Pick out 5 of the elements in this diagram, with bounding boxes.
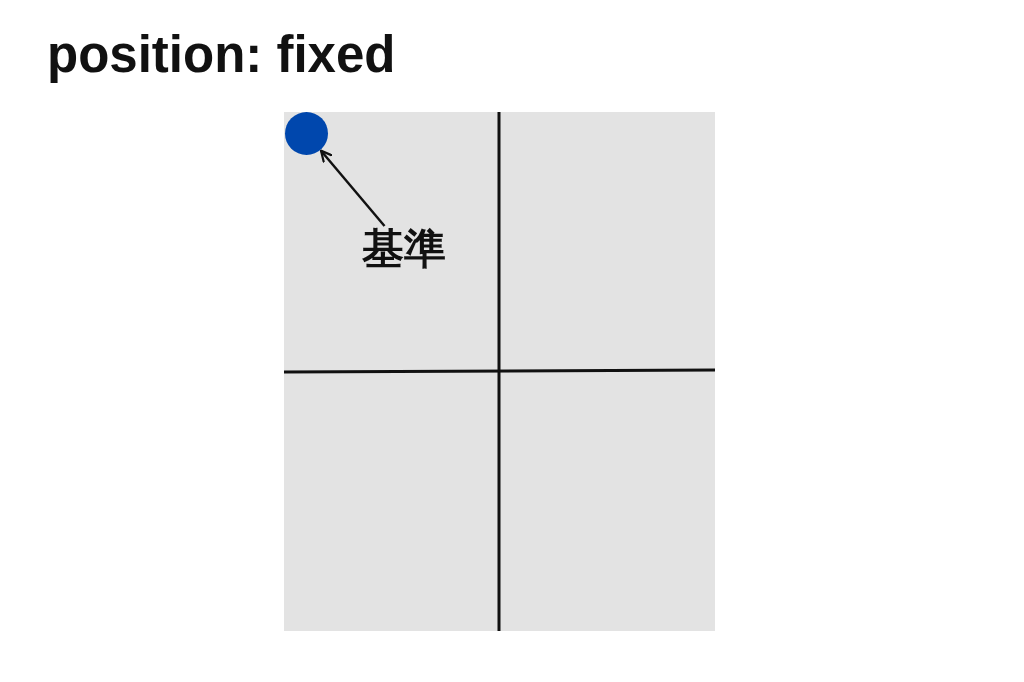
reference-label: 基準 (362, 226, 446, 273)
arrow (319, 149, 386, 227)
viewport-panel (284, 112, 715, 631)
reference-dot (285, 112, 328, 155)
title: position: fixed (47, 25, 396, 85)
